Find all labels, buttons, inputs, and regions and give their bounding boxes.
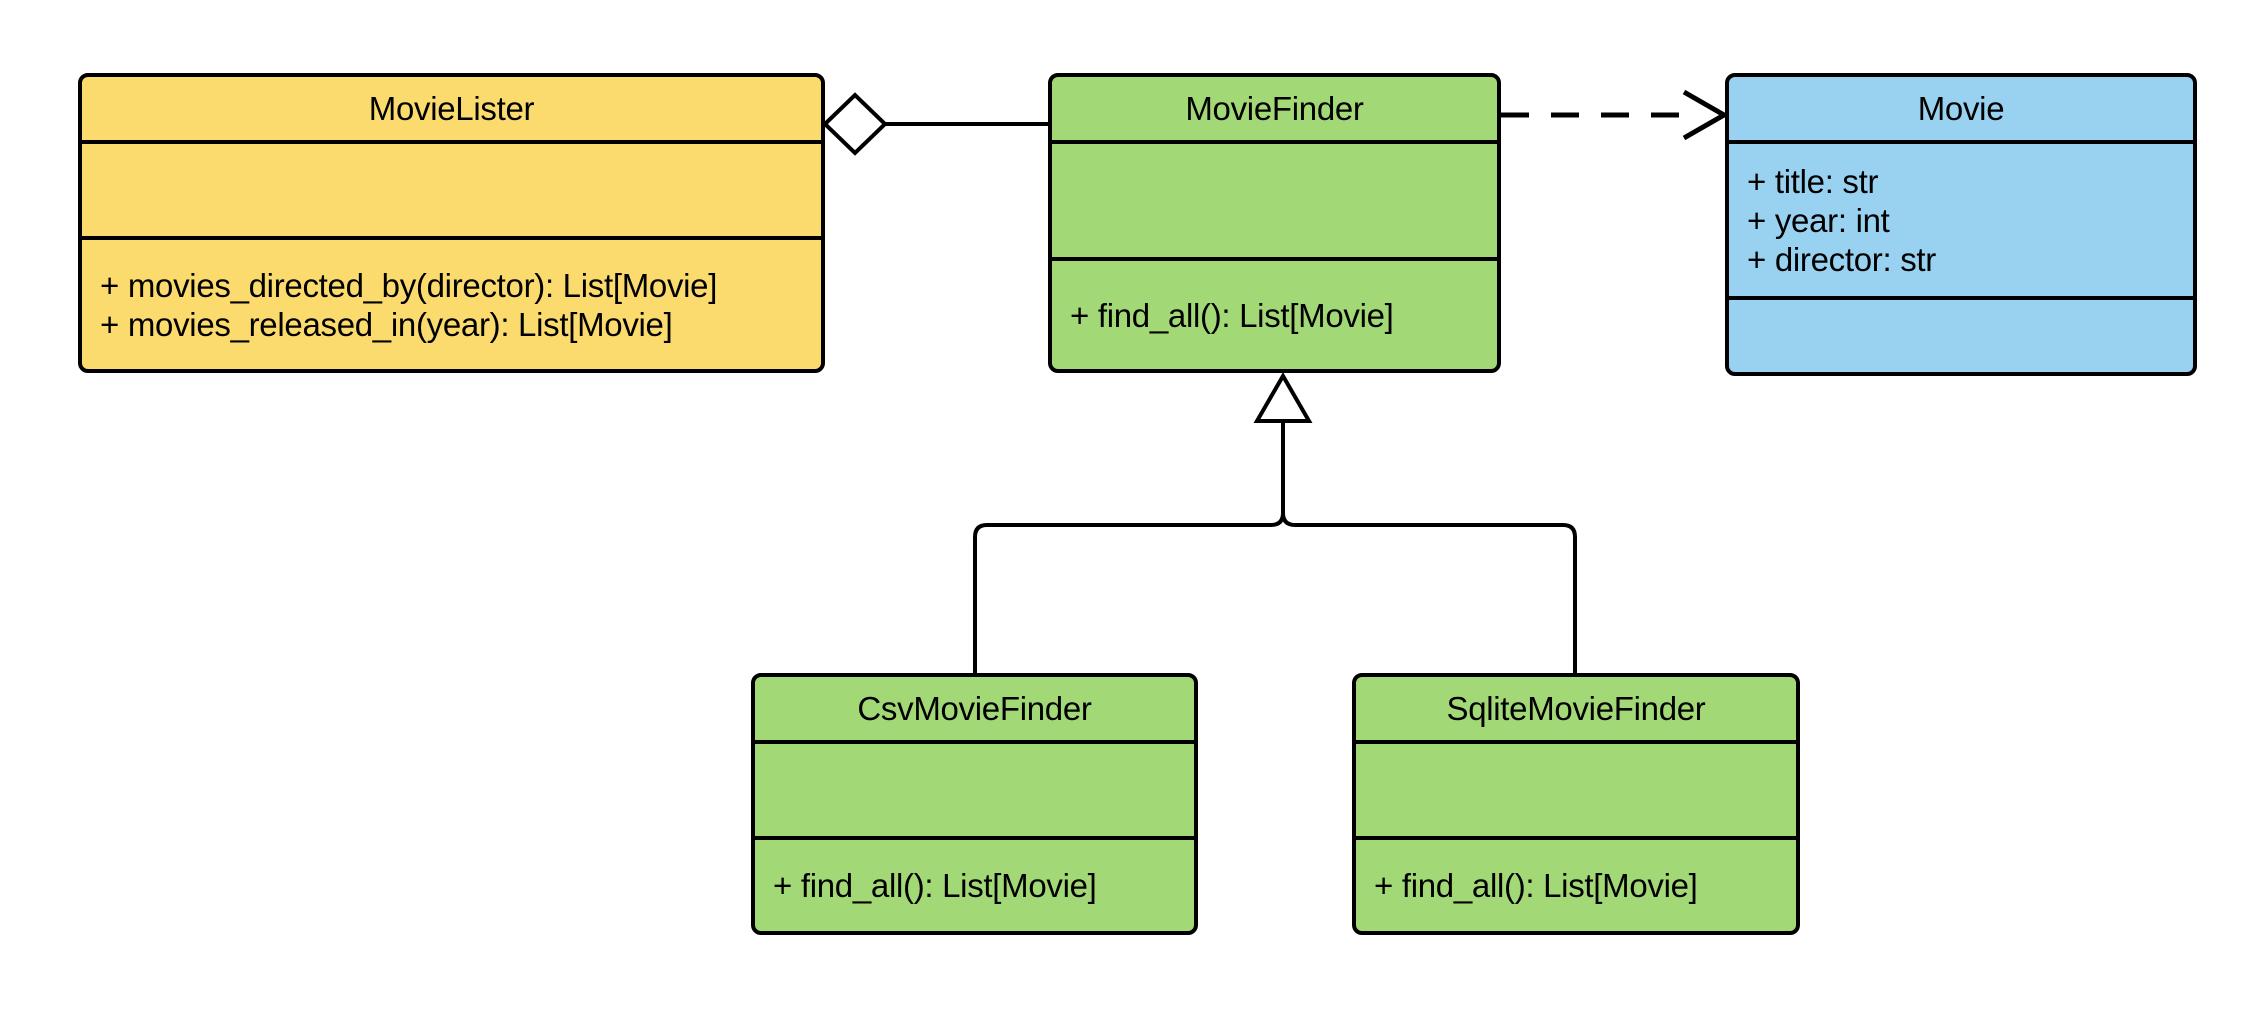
inheritance-connector: [973, 372, 1577, 673]
methods-compartment: + movies_directed_by(director): List[Mov…: [82, 240, 821, 369]
attribute-label: + director: str: [1747, 240, 1936, 278]
class-title: MovieFinder: [1052, 77, 1497, 144]
method-label: + movies_released_in(year): List[Movie]: [100, 305, 673, 343]
attributes-compartment: [82, 144, 821, 240]
inheritance-triangle-icon: [1253, 372, 1313, 423]
attributes-compartment: [755, 744, 1194, 840]
class-box-movielister: MovieLister + movies_directed_by(directo…: [78, 73, 825, 373]
dependency-connector: [1501, 89, 1730, 141]
class-title: CsvMovieFinder: [755, 677, 1194, 744]
methods-compartment: + find_all(): List[Movie]: [1052, 261, 1497, 369]
attributes-compartment: [1052, 144, 1497, 261]
class-title: Movie: [1729, 77, 2193, 144]
aggregation-diamond-icon: [822, 92, 888, 156]
class-box-movie: Movie + title: str + year: int + directo…: [1725, 73, 2197, 376]
class-box-csvmoviefinder: CsvMovieFinder + find_all(): List[Movie]: [751, 673, 1198, 935]
aggregation-connector: [822, 92, 1048, 156]
attributes-compartment: + title: str + year: int + director: str: [1729, 144, 2193, 300]
method-label: + find_all(): List[Movie]: [1374, 867, 1698, 904]
dependency-arrowhead-icon: [1682, 89, 1730, 141]
class-box-sqlitemoviefinder: SqliteMovieFinder + find_all(): List[Mov…: [1352, 673, 1800, 935]
attribute-label: + year: int: [1747, 201, 1890, 239]
methods-compartment: [1729, 300, 2193, 372]
method-label: + find_all(): List[Movie]: [773, 867, 1097, 904]
methods-compartment: + find_all(): List[Movie]: [1356, 840, 1796, 931]
attribute-label: + title: str: [1747, 162, 1879, 200]
methods-compartment: + find_all(): List[Movie]: [755, 840, 1194, 931]
inheritance-branch-lines: [973, 421, 1577, 673]
method-label: + movies_directed_by(director): List[Mov…: [100, 266, 718, 304]
class-title: SqliteMovieFinder: [1356, 677, 1796, 744]
method-label: + find_all(): List[Movie]: [1070, 296, 1394, 334]
class-title: MovieLister: [82, 77, 821, 144]
class-box-moviefinder: MovieFinder + find_all(): List[Movie]: [1048, 73, 1501, 373]
attributes-compartment: [1356, 744, 1796, 840]
